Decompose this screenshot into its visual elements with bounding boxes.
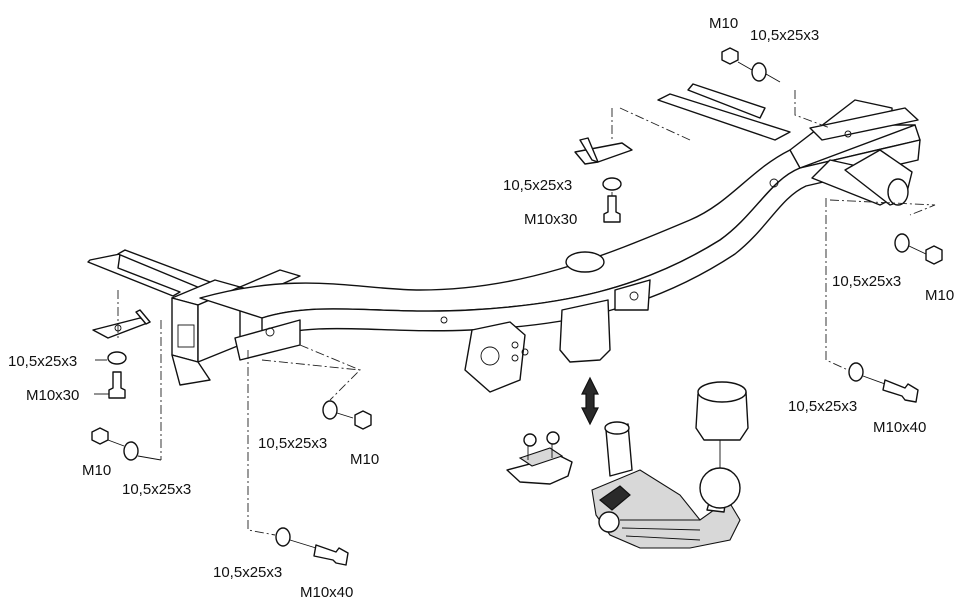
right-low-bolt-icon — [882, 379, 919, 403]
top-washer-label: 10,5x25x3 — [750, 27, 819, 44]
left-clamp-plate — [92, 309, 151, 339]
assembly-lines — [117, 90, 936, 536]
left-low-washer-label: 10,5x25x3 — [122, 481, 191, 498]
center-clamp-plate — [574, 137, 633, 165]
center-bolt-label: M10x30 — [524, 211, 577, 228]
right-nut-label: M10 — [925, 287, 954, 304]
left-bolt-icon — [108, 371, 126, 399]
right-low-washer-icon — [848, 362, 864, 382]
left-low-nut-label: M10 — [82, 462, 111, 479]
center-washer-icon — [602, 177, 622, 191]
tow-bar-crossmember — [87, 83, 921, 393]
tow-ball-neck-icon — [591, 421, 741, 549]
center-bolt-icon — [603, 195, 621, 223]
bottom-bolt-label: M10x40 — [300, 584, 353, 601]
right-low-washer-label: 10,5x25x3 — [788, 398, 857, 415]
left-low-washer-icon — [123, 441, 139, 461]
hardware — [91, 47, 943, 566]
mid-nut-label: M10 — [350, 451, 379, 468]
labels: M10 10,5x25x3 10,5x25x3 M10x30 10,5x25x3… — [8, 15, 954, 601]
left-washer-icon — [107, 351, 127, 365]
mid-washer-label: 10,5x25x3 — [258, 435, 327, 452]
top-nut-label: M10 — [709, 15, 738, 32]
left-washer-label: 10,5x25x3 — [8, 353, 77, 370]
bottom-washer-icon — [275, 527, 291, 547]
bottom-washer-label: 10,5x25x3 — [213, 564, 282, 581]
ball-cap-icon — [695, 381, 749, 468]
electrical-socket-icon — [506, 431, 573, 485]
bottom-bolt-icon — [313, 544, 349, 566]
center-washer-label: 10,5x25x3 — [503, 177, 572, 194]
mid-washer-icon — [322, 400, 338, 420]
right-nut-icon — [925, 245, 943, 265]
up-down-arrow-icon — [581, 376, 599, 426]
right-washer-label: 10,5x25x3 — [832, 273, 901, 290]
left-low-nut-icon — [91, 427, 109, 445]
left-bolt-label: M10x30 — [26, 387, 79, 404]
right-washer-icon — [894, 233, 910, 253]
right-low-bolt-label: M10x40 — [873, 419, 926, 436]
top-nut-icon — [721, 47, 739, 65]
mid-nut-icon — [354, 410, 372, 430]
top-washer-icon — [751, 62, 767, 82]
